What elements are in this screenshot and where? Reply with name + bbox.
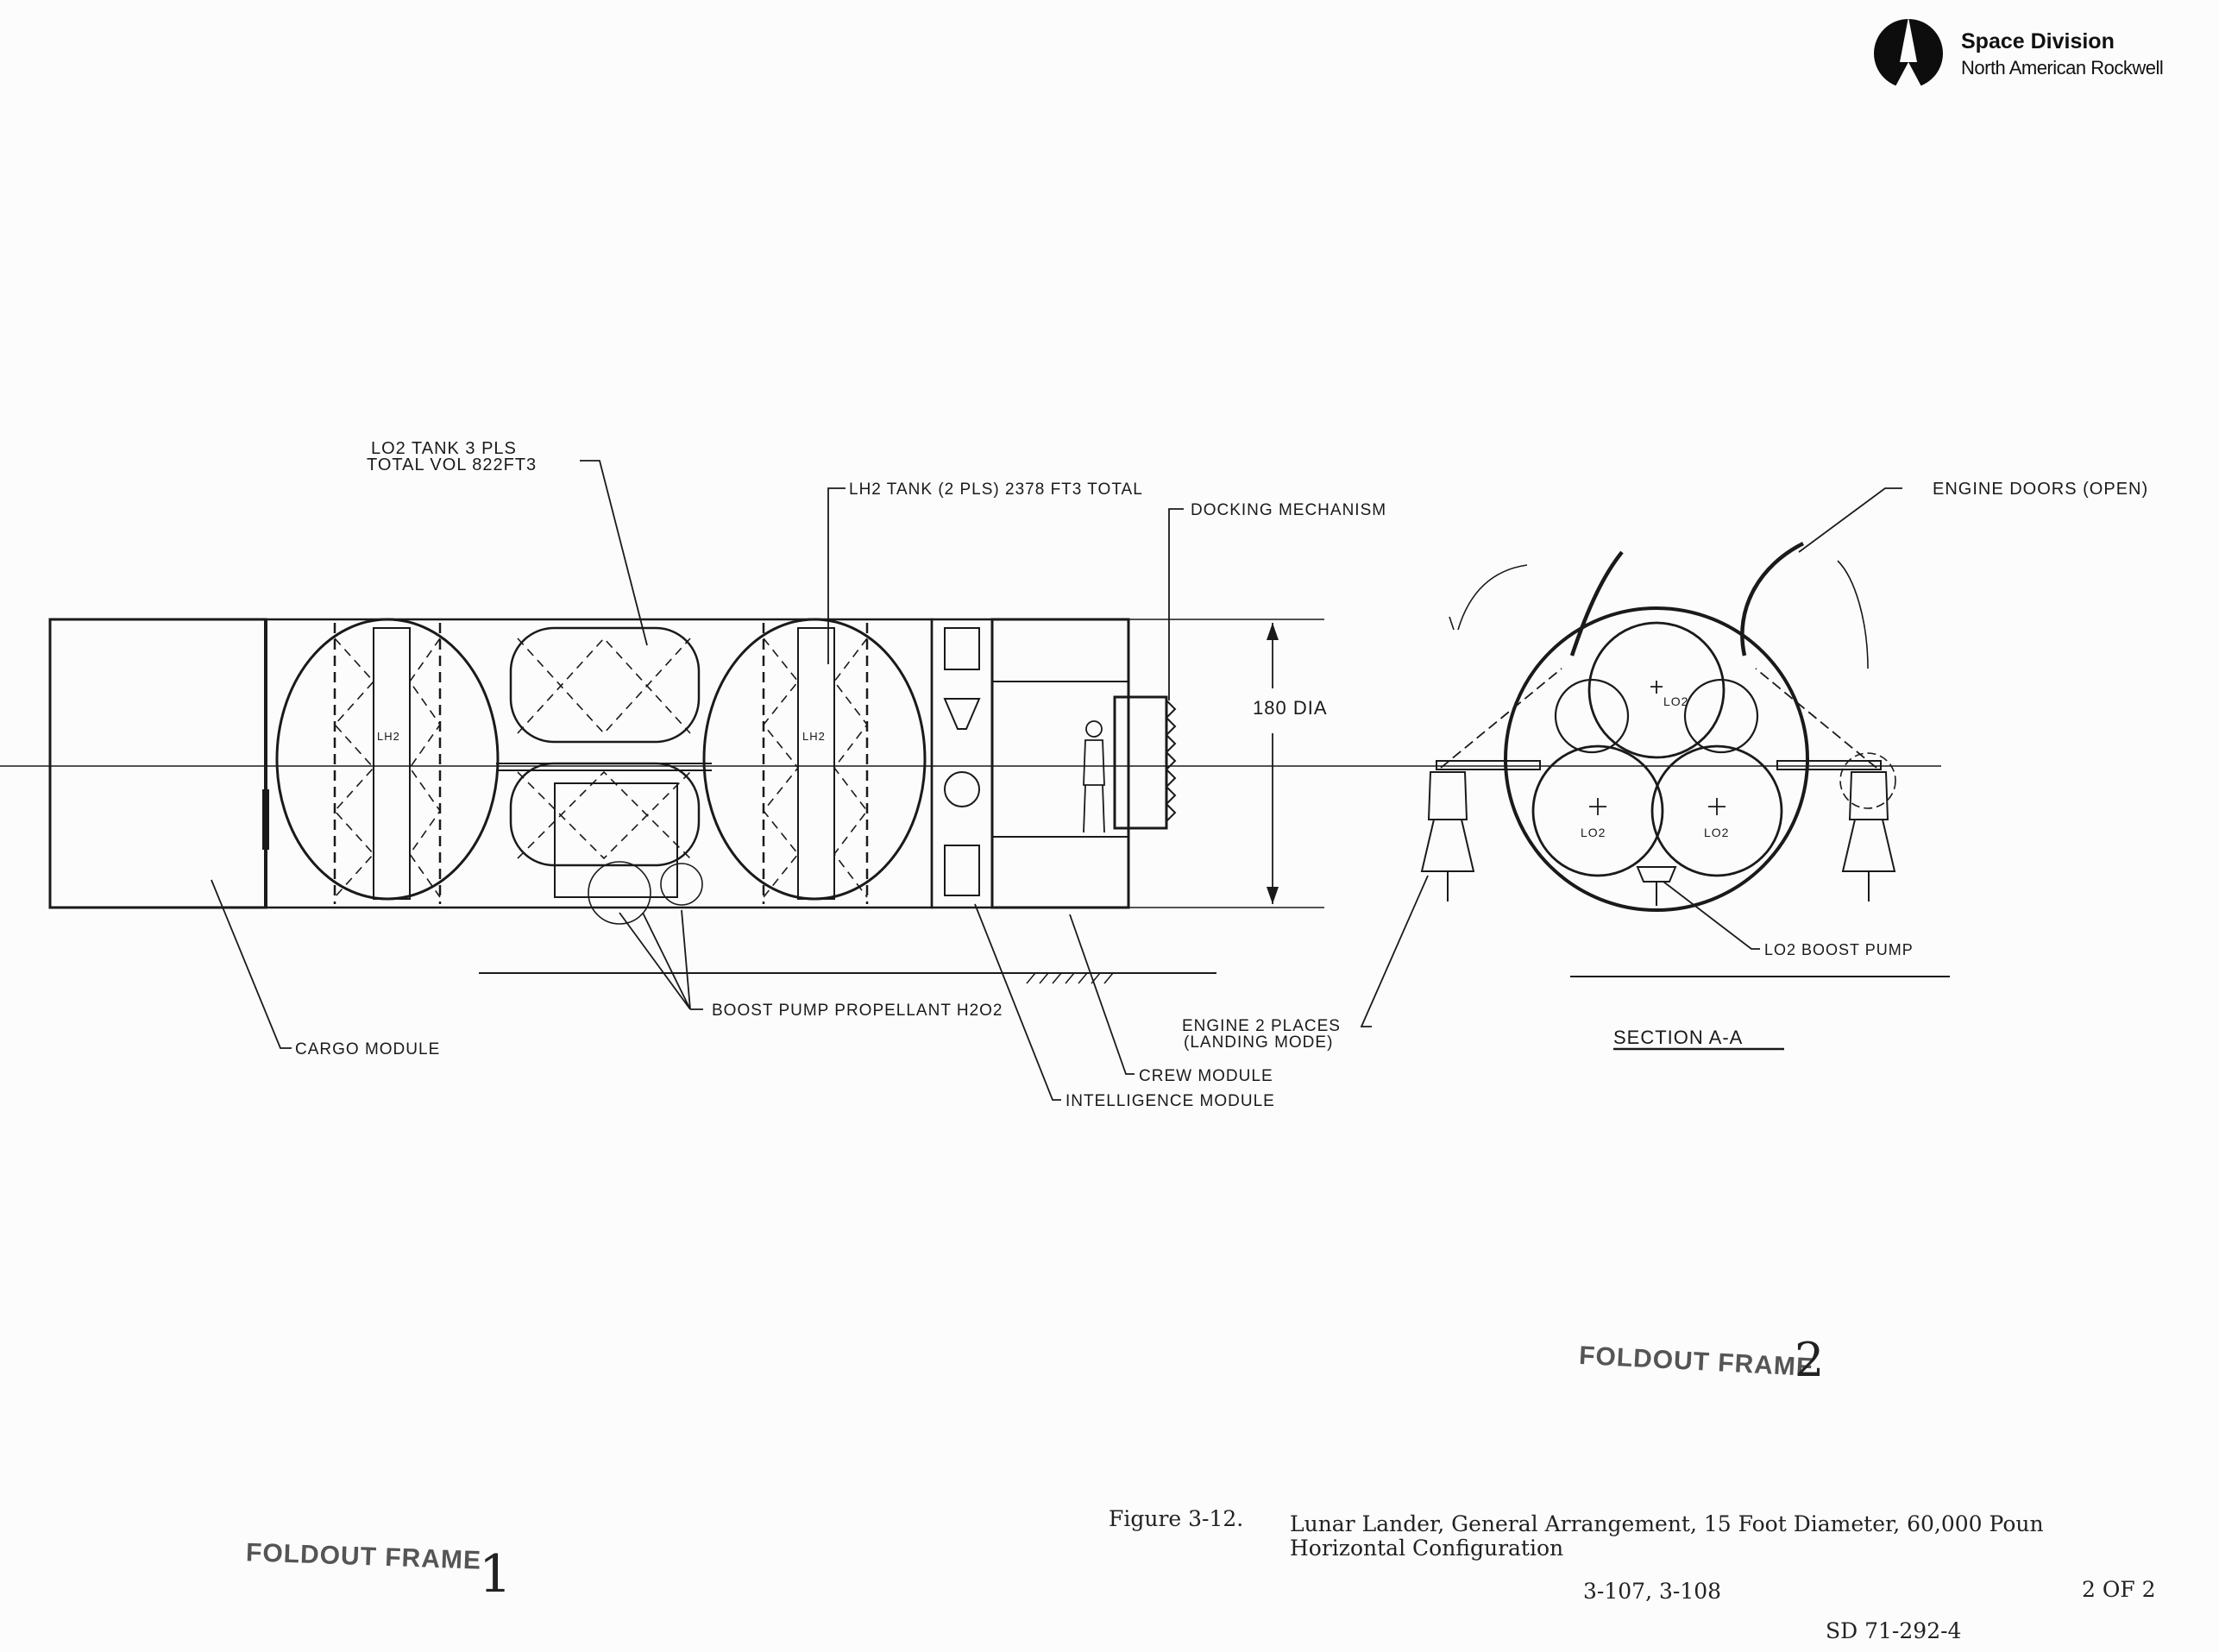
lh2-tank-1 — [275, 618, 500, 901]
hull-circle — [1504, 606, 1809, 912]
docking-mechanism-label: DOCKING MECHANISM — [1191, 501, 1386, 519]
engine-right-icon — [1839, 752, 1896, 901]
lo2-tank-upper — [509, 626, 701, 744]
lh2-tank-2 — [702, 618, 927, 901]
foldout-frame-1-number: 1 — [479, 1544, 513, 1605]
page-numbers: 3-107, 3-108 — [1583, 1579, 1722, 1604]
rockwell-logo-icon — [1874, 17, 1943, 88]
cargo-module-label: CARGO MODULE — [295, 1040, 440, 1058]
lo2-tank-label: LO2 TANK 3 PLS — [371, 439, 517, 458]
diameter-label: 180 DIA — [1253, 697, 1328, 719]
boost-pump-label: BOOST PUMP PROPELLANT H2O2 — [712, 1002, 1003, 1020]
figure-title-line2: Horizontal Configuration — [1290, 1536, 1564, 1561]
lo2-tank-top — [1587, 621, 1726, 759]
docking-mechanism — [1113, 695, 1168, 830]
lo2-top-label: LO2 — [1663, 694, 1688, 708]
lh2-tank-label: LH2 TANK (2 PLS) 2378 FT3 TOTAL — [849, 481, 1143, 499]
figure-label: Figure 3-12. — [1109, 1506, 1244, 1531]
intelligence-module — [930, 618, 994, 909]
section-label: SECTION A-A — [1613, 1027, 1743, 1048]
sheet-number: 2 OF 2 — [2082, 1577, 2156, 1602]
boost-pump-box — [554, 782, 678, 898]
company-name: North American Rockwell — [1961, 57, 2164, 79]
crew-module — [990, 618, 1130, 909]
figure-title-line1: Lunar Lander, General Arrangement, 15 Fo… — [1290, 1511, 2044, 1536]
crew-module-label: CREW MODULE — [1139, 1067, 1273, 1085]
cargo-module-body — [48, 618, 267, 909]
engine-doors-label: ENGINE DOORS (OPEN) — [1933, 480, 2148, 499]
astronaut-figure-icon — [1083, 720, 1105, 833]
lo2-left-label: LO2 — [1581, 826, 1606, 839]
foldout-frame-2-number: 2 — [1795, 1333, 1826, 1387]
lh2-label-tank-2: LH2 — [802, 730, 826, 743]
lh2-label-tank-1: LH2 — [377, 730, 400, 743]
lo2-tank-right — [1650, 744, 1783, 877]
section-a-a-view — [1360, 487, 1950, 1051]
brand-name: Space Division — [1961, 29, 2115, 53]
side-view — [0, 460, 1941, 1101]
engine-places-label: ENGINE 2 PLACES — [1182, 1017, 1341, 1035]
lo2-tank-left — [1531, 744, 1664, 877]
lo2-tank-volume-label: TOTAL VOL 822FT3 — [367, 455, 537, 474]
engine-left-icon — [1420, 771, 1475, 901]
lo2-boost-pump-label: LO2 BOOST PUMP — [1764, 941, 1914, 958]
lo2-right-label: LO2 — [1704, 826, 1729, 839]
engine-mode-label: (LANDING MODE) — [1184, 1033, 1333, 1052]
lo2-tank-lower — [509, 762, 701, 867]
document-number: SD 71-292-4 — [1826, 1618, 1962, 1643]
intelligence-module-label: INTELLIGENCE MODULE — [1065, 1092, 1275, 1110]
